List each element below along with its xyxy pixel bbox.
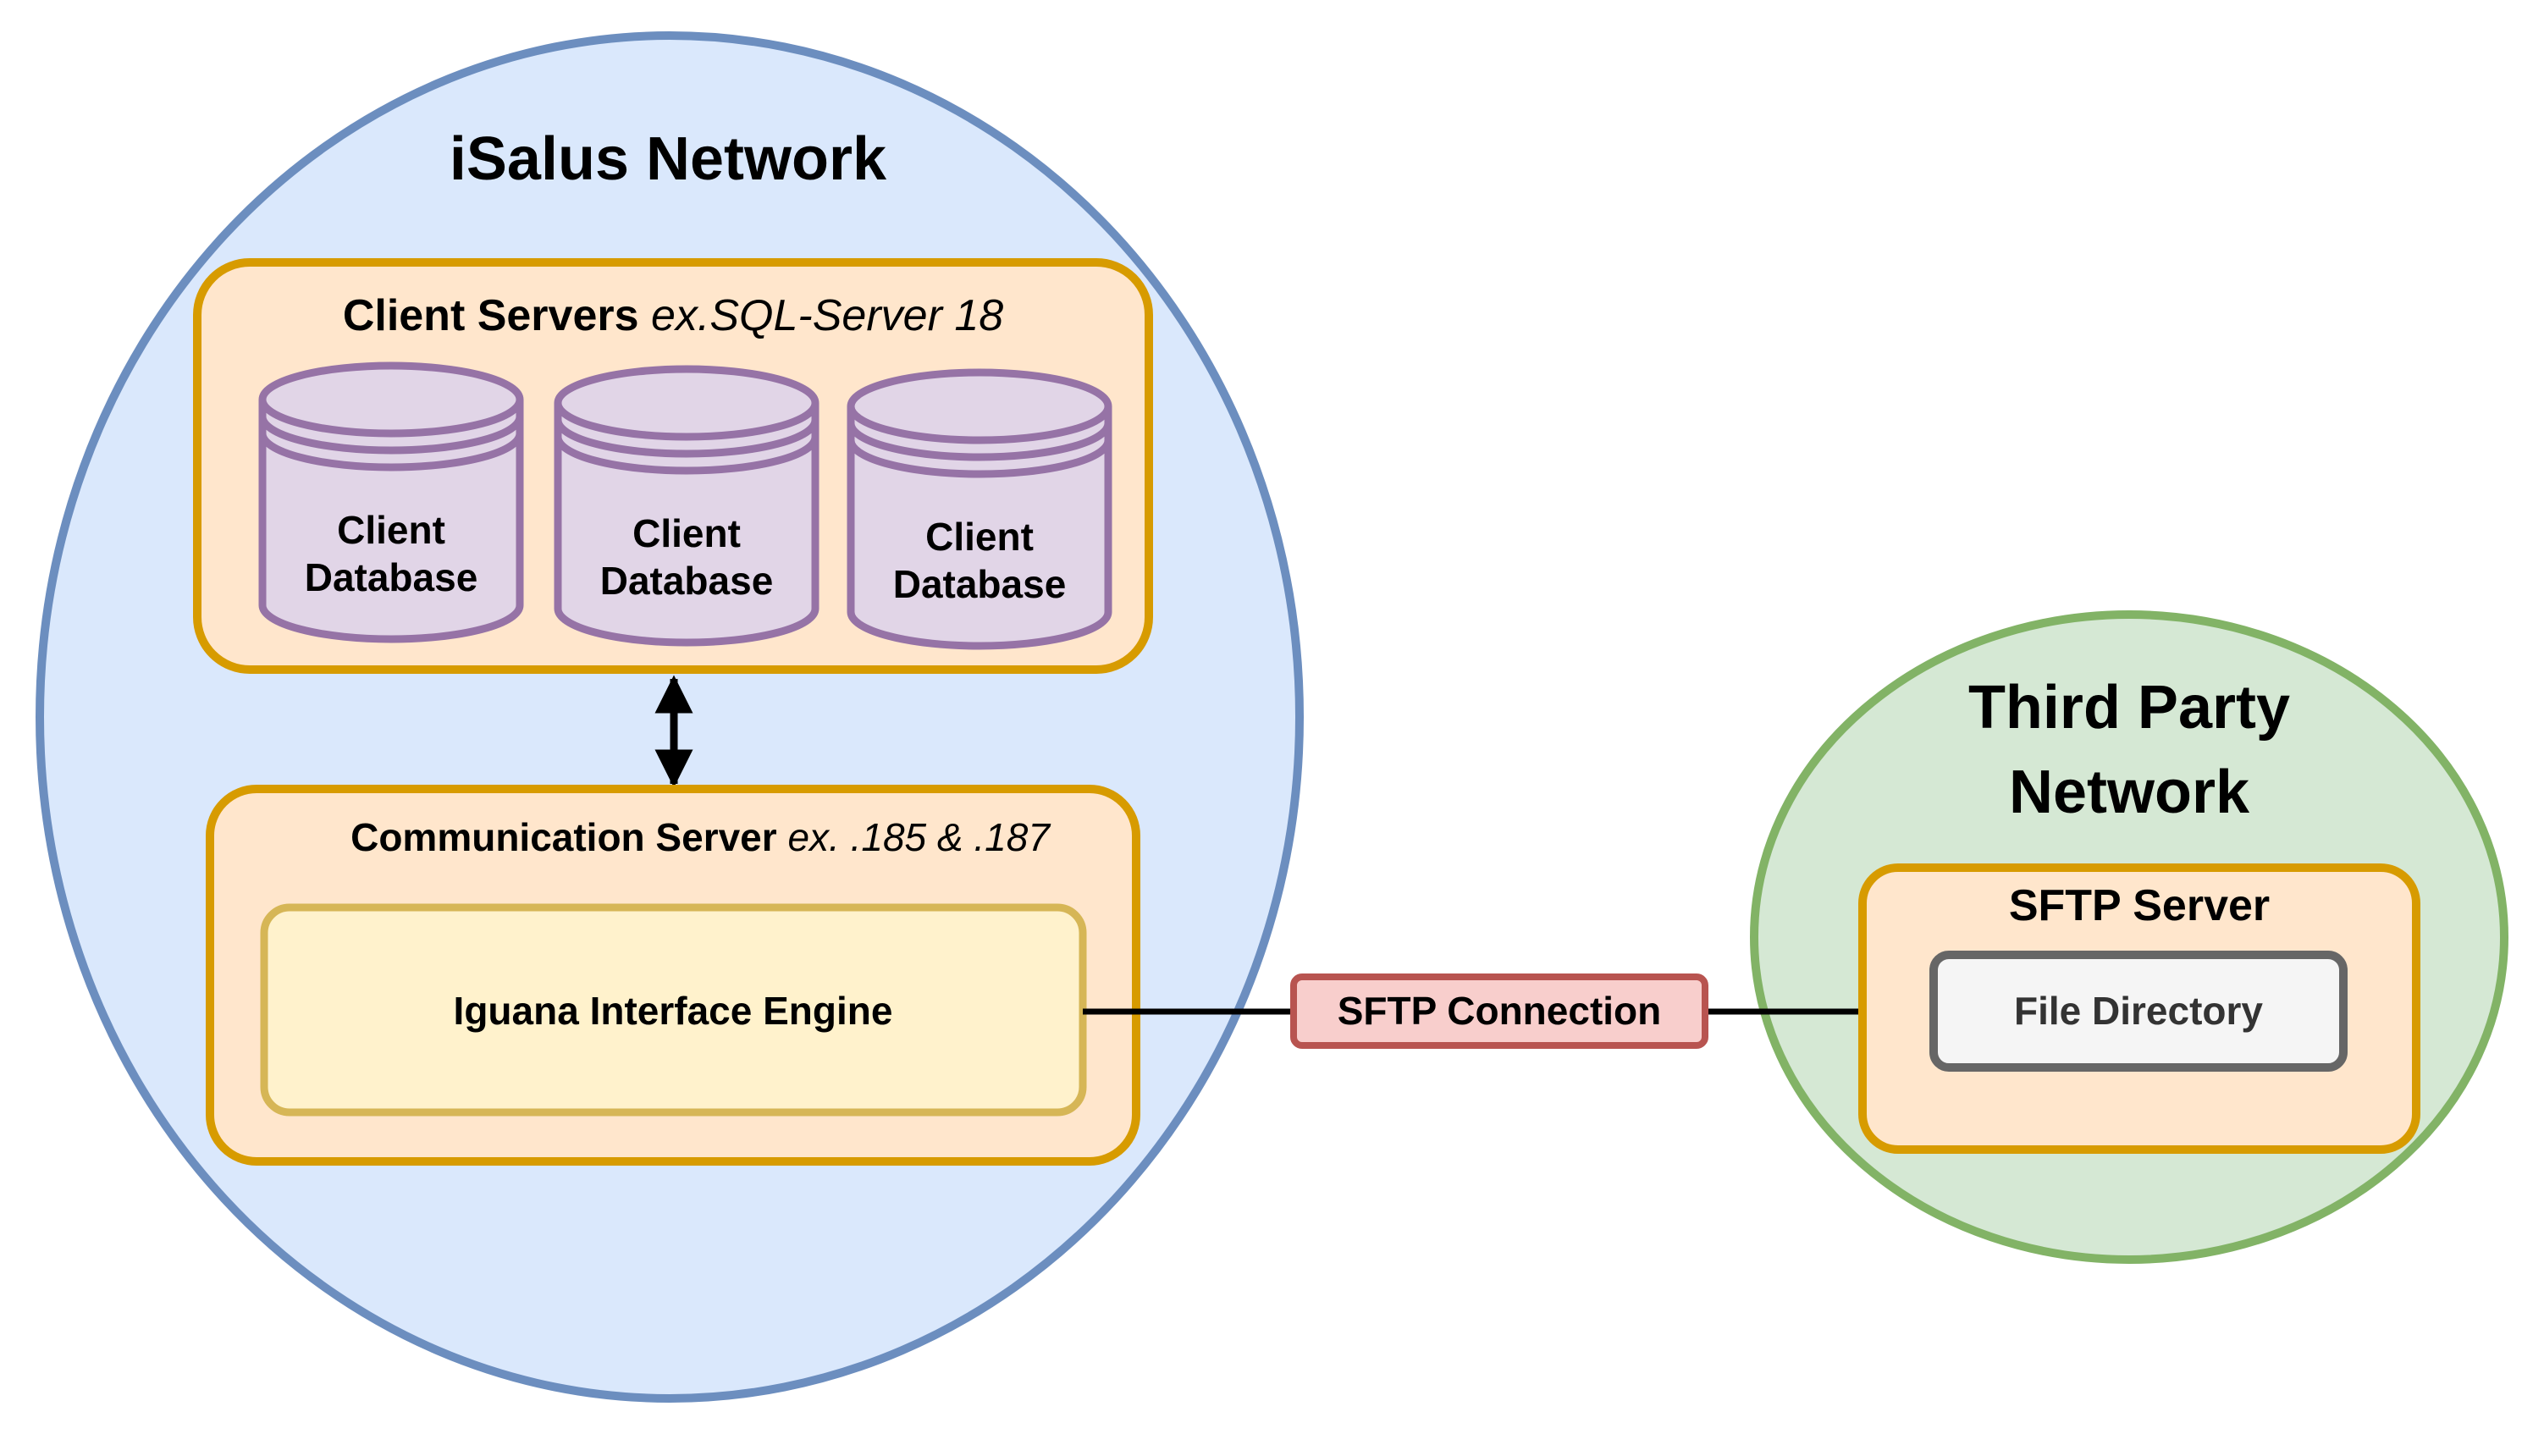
third-party-network-title-line1: Third Party xyxy=(1968,674,2290,742)
iguana-interface-engine-label: Iguana Interface Engine xyxy=(454,989,893,1033)
communication-server-example: ex. .185 & .187 xyxy=(787,815,1051,859)
communication-server-title: Communication Server xyxy=(350,815,777,859)
client-database-2: Client Database xyxy=(554,365,820,647)
client-database-3-label-line2: Database xyxy=(893,562,1067,606)
client-servers-spacer xyxy=(639,291,651,340)
client-servers-title: Client Servers xyxy=(343,291,639,340)
file-directory-label: File Directory xyxy=(2014,989,2263,1033)
client-servers-example: ex.SQL-Server 18 xyxy=(651,291,1003,340)
sftp-server-title: SFTP Server xyxy=(2009,881,2270,930)
client-database-1-label-line1: Client xyxy=(337,508,445,552)
third-party-network-title-line2: Network xyxy=(2009,758,2250,826)
file-directory-box xyxy=(1929,951,2348,1072)
client-database-1: Client Database xyxy=(258,361,524,643)
communication-server-spacer xyxy=(777,815,788,859)
client-database-2-label-line2: Database xyxy=(600,559,774,603)
sftp-connection-label: SFTP Connection xyxy=(1338,989,1662,1033)
client-database-3: Client Database xyxy=(847,368,1112,650)
sftp-connection-badge xyxy=(1290,973,1708,1049)
client-servers-label: Client Servers ex.SQL-Server 18 xyxy=(343,291,1003,340)
isalus-network-zone xyxy=(36,31,1304,1403)
communication-server-label: Communication Server ex. .185 & .187 xyxy=(350,815,1051,859)
client-database-1-label-line2: Database xyxy=(305,555,478,599)
client-database-3-label-line1: Client xyxy=(925,515,1034,559)
client-database-2-label-line1: Client xyxy=(632,511,741,555)
isalus-network-title: iSalus Network xyxy=(450,125,887,193)
